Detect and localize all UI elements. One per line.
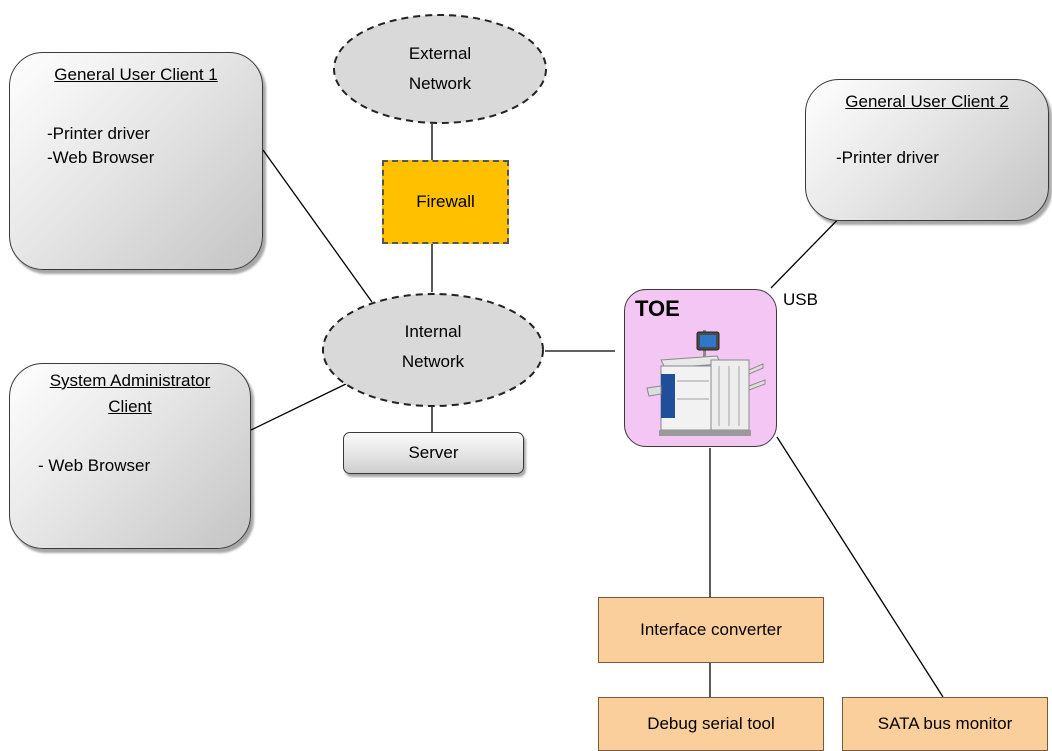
sata-bus-monitor-label: SATA bus monitor	[877, 714, 1013, 733]
client1-title: General User Client 1	[54, 65, 218, 84]
internal-network-ellipse	[322, 293, 544, 407]
admin-item-web-browser: - Web Browser	[38, 456, 151, 475]
admin-title-line1: System Administrator	[49, 371, 211, 390]
client2-title: General User Client 2	[845, 92, 1009, 111]
firewall-label: Firewall	[416, 192, 475, 211]
server-node: Server	[343, 432, 524, 474]
internal-network-line1: Internal	[404, 322, 462, 341]
debug-serial-tool-label: Debug serial tool	[647, 714, 775, 733]
link-admin-internal	[250, 381, 351, 431]
interface-converter-node: Interface converter	[598, 597, 824, 663]
toe-node: TOE	[624, 289, 777, 447]
external-network-label: External Network	[380, 39, 500, 99]
internal-network-label: Internal Network	[373, 317, 493, 377]
client1-item-printer-driver: -Printer driver	[47, 124, 150, 143]
external-network-line1: External	[408, 44, 472, 63]
system-administrator-client: System Administrator Client - Web Browse…	[9, 363, 251, 549]
sata-bus-monitor-node: SATA bus monitor	[842, 697, 1048, 751]
admin-title-line2: Client	[108, 397, 152, 416]
interface-converter-label: Interface converter	[640, 620, 782, 639]
server-label: Server	[408, 443, 459, 462]
firewall-node: Firewall	[382, 160, 509, 244]
client2-software-list: -Printer driver	[836, 146, 939, 170]
usb-label: USB	[783, 290, 818, 309]
multifunction-printer-icon	[646, 330, 766, 436]
client2-item-printer-driver: -Printer driver	[836, 148, 939, 167]
internal-network-line2: Network	[401, 352, 465, 371]
client1-software-list: -Printer driver -Web Browser	[47, 122, 154, 170]
link-client1-internal	[262, 149, 373, 303]
external-network-line2: Network	[408, 74, 472, 93]
general-user-client-1: General User Client 1 -Printer driver -W…	[9, 52, 263, 270]
general-user-client-2: General User Client 2 -Printer driver	[805, 79, 1049, 221]
admin-software-list: - Web Browser	[38, 454, 150, 478]
external-network-ellipse	[333, 14, 547, 124]
link-toe-sata	[776, 436, 944, 698]
debug-serial-tool-node: Debug serial tool	[598, 697, 824, 751]
toe-label: TOE	[635, 296, 680, 321]
client1-item-web-browser: -Web Browser	[47, 148, 155, 167]
